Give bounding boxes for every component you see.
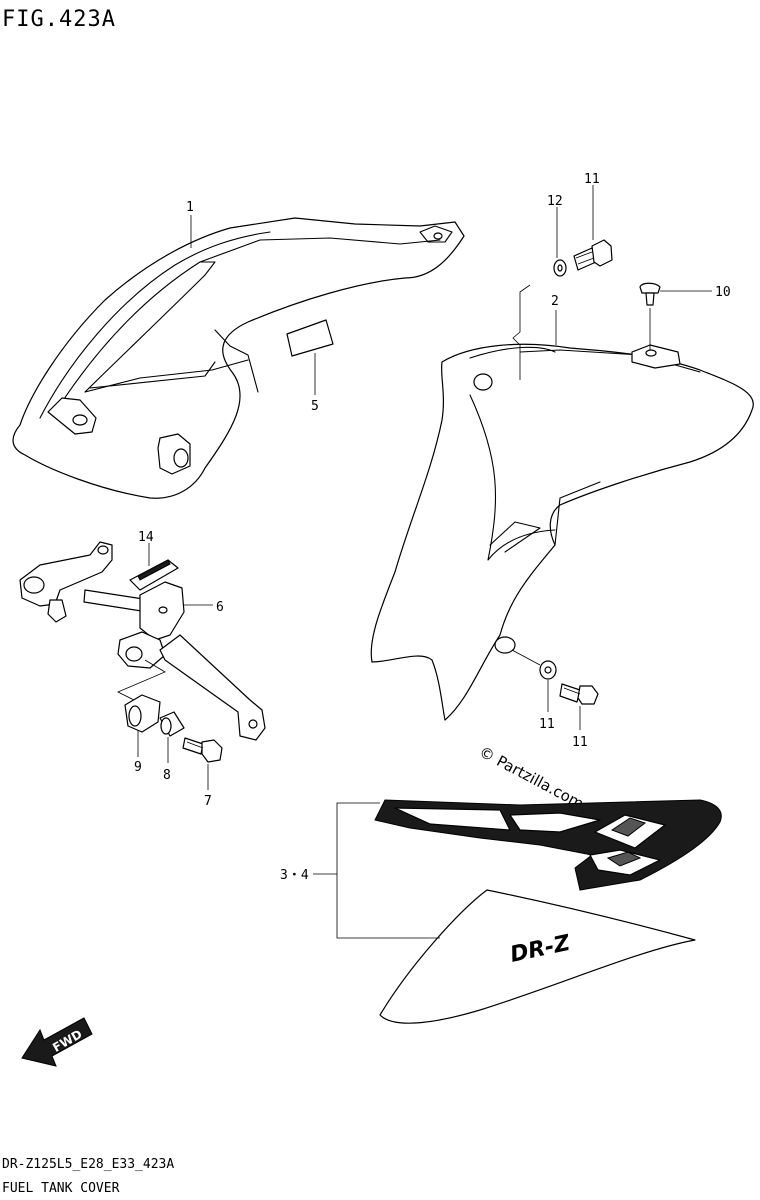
part-5-pad[interactable] xyxy=(286,319,334,357)
watermark: © Partzilla.com xyxy=(476,743,587,813)
part-14-cushion[interactable] xyxy=(129,559,179,591)
callout-13: 11 xyxy=(539,717,555,732)
callout-1: 1 xyxy=(186,200,194,215)
part-11-bolt-upper[interactable] xyxy=(573,239,613,271)
callout-2: 2 xyxy=(551,294,559,309)
part-6-bracket[interactable] xyxy=(19,541,266,741)
figure-title: FIG.423A xyxy=(2,7,116,32)
callout-12: 12 xyxy=(547,194,563,209)
callout-10: 10 xyxy=(715,285,731,300)
part-1-left-cover[interactable] xyxy=(12,217,465,499)
part-3-4-emblems[interactable]: DR-Z xyxy=(374,799,722,1024)
part-8-collar[interactable] xyxy=(159,711,185,737)
part-11-bolt-lower[interactable] xyxy=(559,683,599,705)
part-7-bolt[interactable] xyxy=(182,737,223,763)
callout-8: 8 xyxy=(163,768,171,783)
callout-5: 5 xyxy=(311,399,319,414)
part-2-right-cover[interactable] xyxy=(370,343,754,721)
callout-9: 9 xyxy=(134,760,142,775)
assembly-line-13 xyxy=(511,649,541,666)
part-13-washer[interactable] xyxy=(539,660,557,680)
callout-11-upper: 11 xyxy=(584,172,600,187)
bracket-3-4 xyxy=(336,802,440,939)
callout-14: 14 xyxy=(138,530,154,545)
callout-3-4: 3・4 xyxy=(280,868,309,883)
fwd-arrow-icon: FWD xyxy=(21,1017,93,1067)
callout-11-lower: 11 xyxy=(572,735,588,750)
part-9-grommet[interactable] xyxy=(124,694,161,733)
assembly-line-9 xyxy=(117,659,166,703)
part-10-screw[interactable] xyxy=(639,282,661,306)
callout-7: 7 xyxy=(204,794,212,809)
part-12-washer[interactable] xyxy=(553,259,567,277)
assembly-line-12 xyxy=(512,284,531,380)
figure-name: FUEL TANK COVER xyxy=(2,1181,120,1196)
callout-6: 6 xyxy=(216,600,224,615)
model-code: DR-Z125L5_E28_E33_423A xyxy=(2,1157,174,1172)
